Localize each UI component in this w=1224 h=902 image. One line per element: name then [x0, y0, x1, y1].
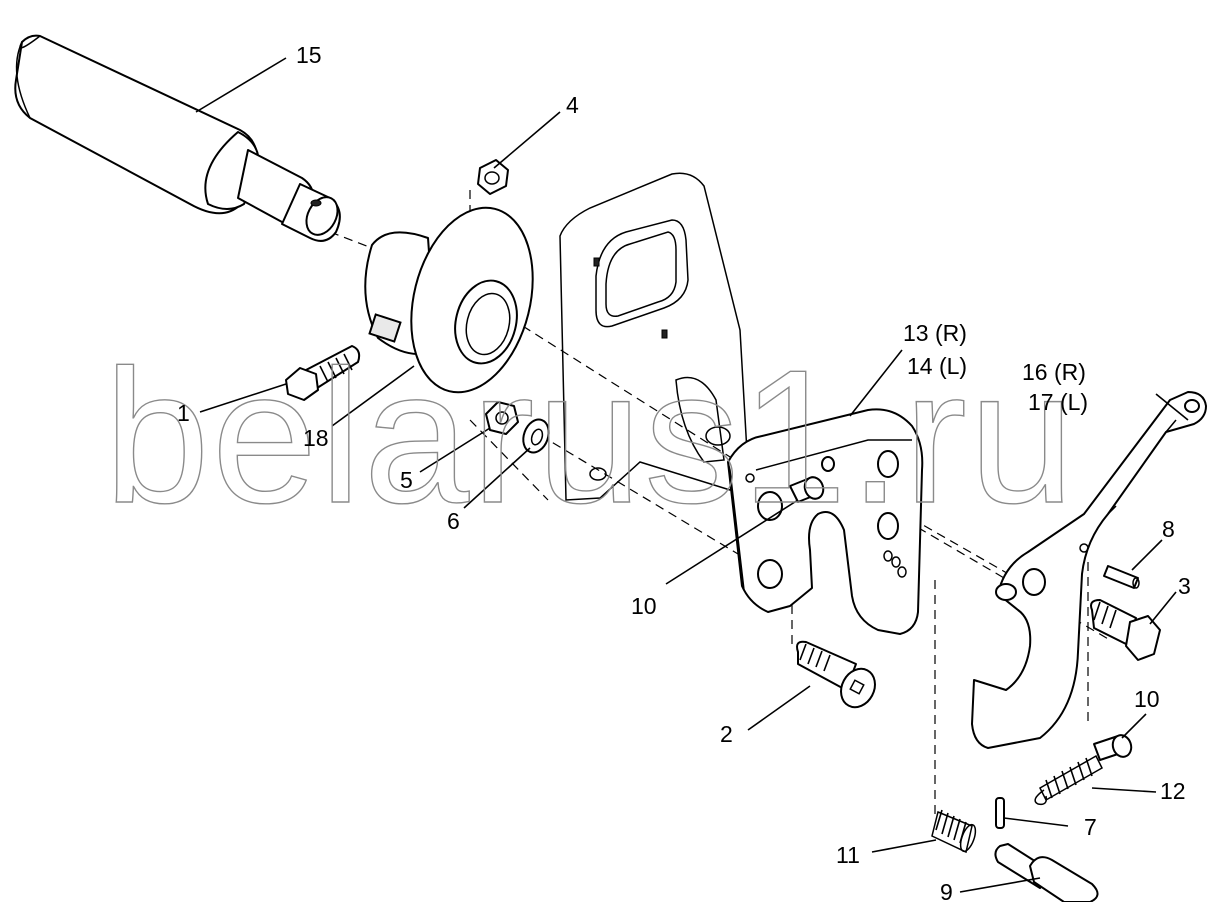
- part-13-14-bracket: [727, 408, 924, 635]
- callout-labels: 15 4 1 18 5 6 13 (R) 14 (L) 16 (R) 17 (L…: [177, 42, 1191, 902]
- part-4-nut: [477, 159, 509, 195]
- callout-4: 4: [566, 92, 579, 118]
- callout-8: 8: [1162, 516, 1175, 542]
- part-1-bolt: [285, 345, 361, 401]
- watermark: belarus1.ru: [104, 331, 1077, 543]
- part-16-17-lever: [971, 391, 1207, 749]
- part-6-washer: [522, 418, 550, 454]
- callout-12: 12: [1160, 778, 1186, 804]
- callout-5: 5: [400, 467, 413, 493]
- part-8-roll-pin: [1103, 565, 1140, 589]
- part-9-latch-pin: [994, 843, 1099, 902]
- part-5-nut: [485, 401, 519, 435]
- part-12-spring: [1034, 754, 1103, 806]
- part-7-pin: [995, 797, 1005, 829]
- callout-11: 11: [836, 842, 860, 868]
- part-15-handle-tube: [14, 34, 341, 242]
- callout-14-l: 14 (L): [907, 353, 967, 379]
- part-3-hex-bolt: [1090, 599, 1161, 661]
- leader-lines: [195, 57, 1189, 893]
- callout-15: 15: [296, 42, 322, 68]
- callout-7: 7: [1084, 814, 1097, 840]
- callout-2: 2: [720, 721, 733, 747]
- callout-13-r: 13 (R): [903, 320, 967, 346]
- callout-6: 6: [447, 508, 460, 534]
- callout-10-lower: 10: [1134, 686, 1160, 712]
- part-10-pin-lower: [1093, 734, 1133, 761]
- callout-16-r: 16 (R): [1022, 359, 1086, 385]
- callout-18: 18: [303, 425, 329, 451]
- part-18-flange-hub: [364, 206, 534, 394]
- callout-1: 1: [177, 400, 190, 426]
- part-11-spring: [931, 809, 977, 854]
- part-2-countersunk-screw: [796, 640, 876, 709]
- callout-3: 3: [1178, 573, 1191, 599]
- callout-9: 9: [940, 879, 953, 902]
- callout-17-l: 17 (L): [1028, 389, 1088, 415]
- part-10-pin-upper: [789, 476, 825, 503]
- callout-10-upper: 10: [631, 593, 657, 619]
